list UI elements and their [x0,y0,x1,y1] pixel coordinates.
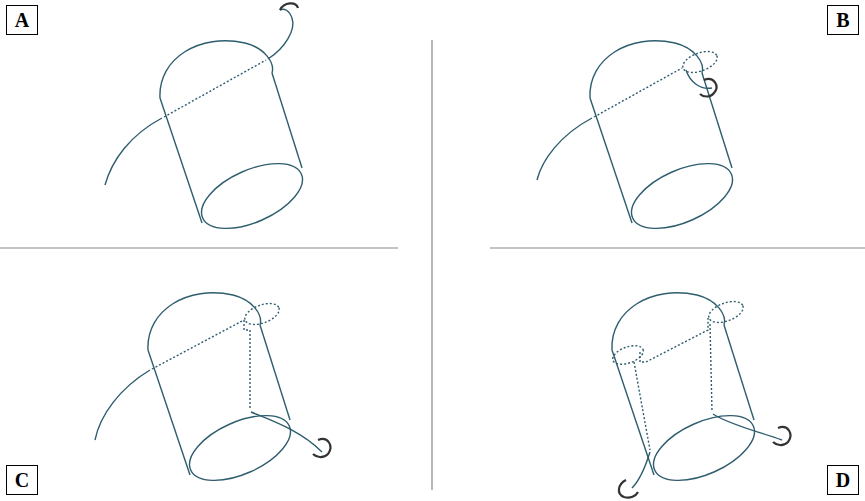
panel-letter: D [836,470,850,490]
panel-letter: C [15,470,29,490]
panel-a-figure [105,3,312,241]
panel-letter-box: D [827,465,859,495]
panel-letter: A [15,10,29,30]
panel-divider [0,40,865,490]
panel-letter-box: C [6,465,38,495]
panel-b-figure [537,41,742,242]
panel-letter-box: A [6,5,38,35]
panel-letter-box: B [827,5,859,35]
panel-d-figure [610,293,790,498]
panel-letter: B [836,10,849,30]
panel-c-figure [95,293,330,494]
